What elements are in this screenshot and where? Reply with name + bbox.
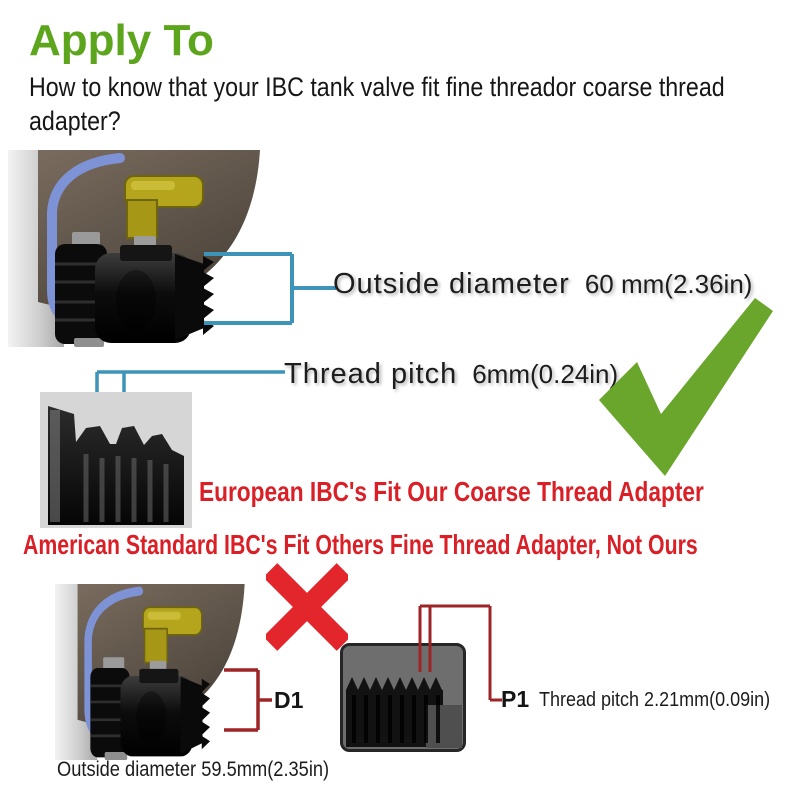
outside-diameter-label: Outside diameter [333, 268, 570, 300]
fine-thread-texture [352, 695, 440, 743]
outside-diameter-callout-bracket [204, 252, 336, 325]
fine-thread-teeth [346, 677, 443, 747]
red-x-icon [266, 563, 348, 651]
thread-pitch-value: 6mm(0.24in) [472, 359, 619, 389]
coarse-thread-highlight [50, 410, 60, 522]
page-title: Apply To [29, 16, 214, 65]
fine-thread-corner-facet [426, 705, 462, 748]
d1-callout-bracket [224, 668, 272, 732]
thread-pitch-annotation: Thread pitch 6mm(0.24in) [284, 358, 618, 391]
coarse-thread-closeup-photo [40, 392, 192, 528]
question-text: How to know that your IBC tank valve fit… [29, 72, 725, 137]
outside-diameter-annotation: Outside diameter 60 mm(2.36in) [333, 268, 752, 301]
fine-thread-closeup-photo [340, 643, 466, 752]
outside-diameter-bottom-text: Outside diameter 59.5mm(2.35in) [57, 758, 330, 781]
d1-label: D1 [274, 687, 304, 713]
p1-callout-lines [418, 604, 502, 702]
coarse-thread-texture [83, 454, 169, 522]
thread-pitch-label: Thread pitch [284, 358, 458, 390]
green-check-icon [599, 298, 773, 476]
thread-pitch-bottom-text: Thread pitch 2.21mm(0.09in) [539, 689, 771, 711]
european-fit-text: European IBC's Fit Our Coarse Thread Ada… [199, 476, 704, 507]
outside-diameter-value: 60 mm(2.36in) [584, 269, 753, 299]
p1-label: P1 [501, 686, 530, 712]
american-fit-text: American Standard IBC's Fit Others Fine … [23, 529, 698, 560]
